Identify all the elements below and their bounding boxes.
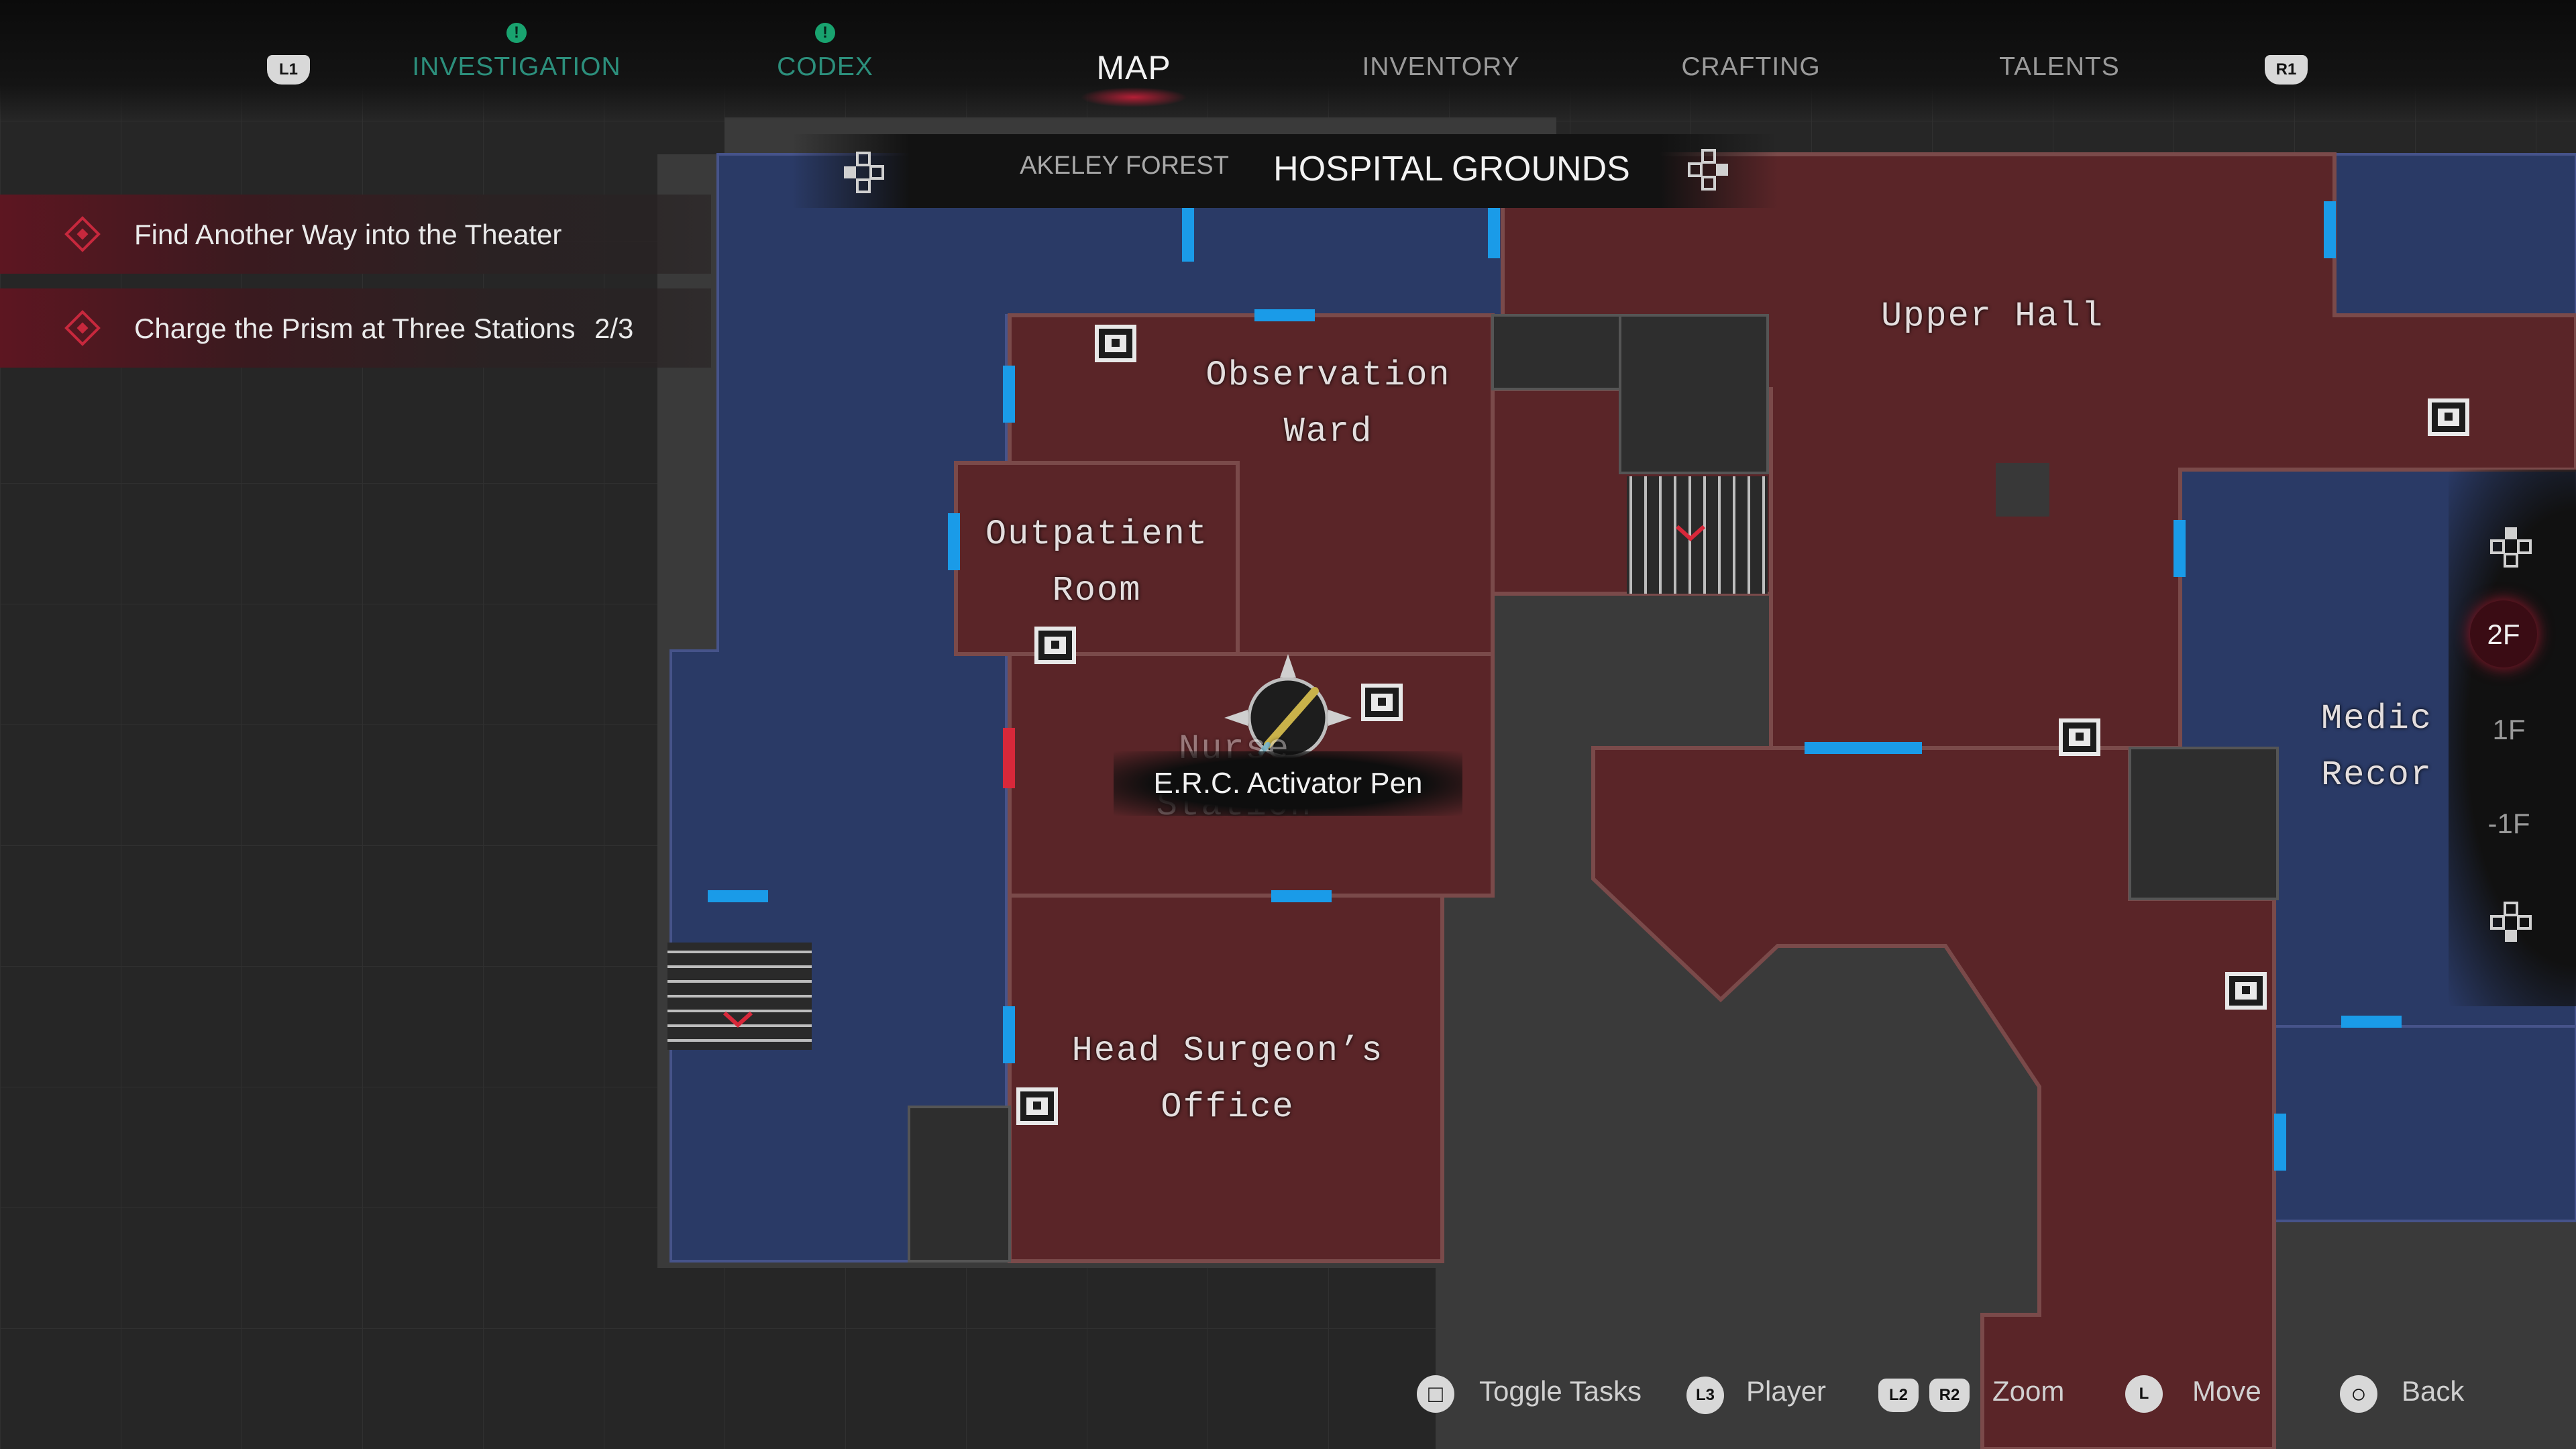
hint-label: Move: [2192, 1375, 2261, 1407]
floor-2f[interactable]: 2F: [2487, 619, 2520, 650]
dpad-right-icon[interactable]: [1685, 146, 1732, 193]
room-head-surgeons-office: Head Surgeon’s Office: [1026, 1023, 1429, 1136]
tab-map[interactable]: MAP: [1096, 49, 1171, 87]
tab-map-active-glow: [1080, 87, 1187, 107]
circle-button-icon: ○: [2340, 1375, 2377, 1413]
player-marker-icon: [1224, 654, 1352, 759]
r1-button[interactable]: R1: [2265, 55, 2308, 85]
dark-blocks: [908, 314, 2279, 1263]
investigation-alert-icon: !: [506, 23, 527, 43]
hint-label: Back: [2402, 1375, 2465, 1407]
area-akeley-forest[interactable]: AKELEY FOREST: [1020, 152, 1229, 180]
hint-label: Toggle Tasks: [1479, 1375, 1642, 1407]
room-medical-records-line2: Recor: [2321, 755, 2433, 795]
room-head-surgeons-office-line2: Office: [1161, 1087, 1295, 1127]
floor-selector: [2449, 470, 2576, 1006]
tab-codex[interactable]: CODEX: [777, 52, 873, 81]
square-button-icon: □: [1417, 1375, 1454, 1413]
area-selector: [792, 134, 1778, 208]
tab-crafting[interactable]: CRAFTING: [1681, 52, 1821, 81]
tab-inventory[interactable]: INVENTORY: [1362, 52, 1520, 81]
dpad-up-icon[interactable]: [2487, 523, 2534, 570]
task-label: Find Another Way into the Theater: [134, 219, 562, 250]
l2-button-icon: L2: [1878, 1379, 1919, 1412]
task-label: Charge the Prism at Three Stations: [134, 313, 576, 344]
floor-b1f[interactable]: -1F: [2487, 808, 2530, 839]
hint-label: Zoom: [1992, 1375, 2065, 1407]
l3-button-icon: L3: [1686, 1377, 1724, 1414]
tab-investigation[interactable]: INVESTIGATION: [412, 52, 621, 81]
stairs-down-icon: [667, 476, 1768, 1050]
r2-button-icon: R2: [1929, 1379, 1970, 1412]
l1-button[interactable]: L1: [267, 55, 310, 85]
area-hospital-grounds[interactable]: HOSPITAL GROUNDS: [1273, 150, 1630, 189]
codex-alert-icon: !: [815, 23, 835, 43]
task-diamond-icon: [64, 216, 101, 252]
task-diamond-icon: [64, 310, 101, 346]
top-nav-bar: [0, 0, 2576, 121]
room-observation-ward-line1: Observation: [1205, 356, 1451, 395]
floor-1f[interactable]: 1F: [2492, 714, 2526, 745]
task-item-1[interactable]: Find Another Way into the Theater: [0, 195, 711, 274]
room-upper-hall: Upper Hall: [1880, 297, 2104, 336]
room-outpatient-room-line1: Outpatient: [985, 515, 1209, 554]
task-progress: 2/3: [594, 313, 634, 344]
room-outpatient-room: Outpatient Room: [959, 506, 1234, 619]
doors: [708, 201, 2402, 1171]
task-item-2[interactable]: Charge the Prism at Three Stations 2/3: [0, 288, 711, 368]
room-outpatient-room-line2: Room: [1052, 571, 1142, 610]
floor-current-ring: [2470, 600, 2537, 667]
room-medical-records: Medic Recor: [2321, 691, 2455, 804]
hint-label: Player: [1746, 1375, 1827, 1407]
room-observation-ward-line2: Ward: [1283, 412, 1373, 451]
left-stick-icon: L: [2125, 1375, 2163, 1413]
room-medical-records-line1: Medic: [2321, 699, 2433, 739]
dpad-down-icon[interactable]: [2487, 899, 2534, 946]
tab-talents[interactable]: TALENTS: [1999, 52, 2120, 81]
room-observation-ward: Observation Ward: [1167, 347, 1489, 460]
item-tooltip: E.R.C. Activator Pen: [1114, 751, 1462, 816]
room-head-surgeons-office-line1: Head Surgeon’s: [1071, 1031, 1384, 1071]
locked-door: [1003, 728, 1015, 788]
dpad-left-icon[interactable]: [840, 149, 887, 196]
